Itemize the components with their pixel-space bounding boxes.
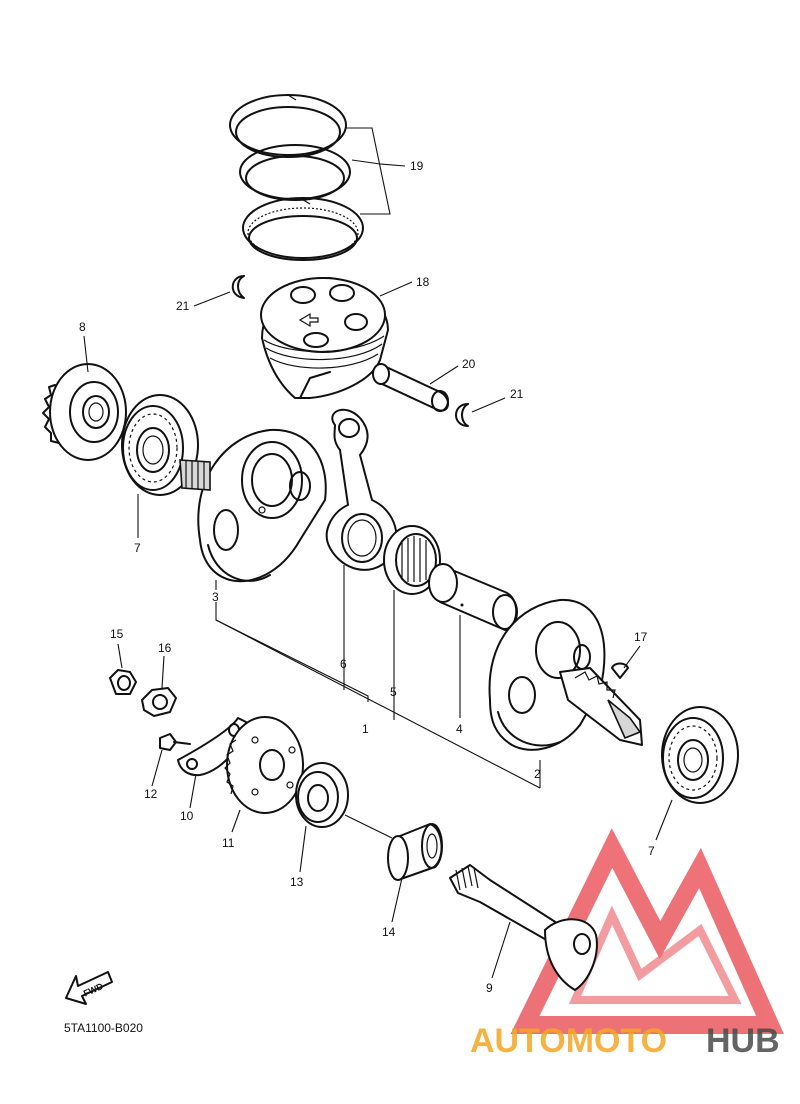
bearing-right <box>661 706 739 804</box>
callout-16: 16 <box>158 641 172 655</box>
needle-bearing <box>383 525 441 595</box>
fwd-arrow-icon: FWD <box>65 971 113 1005</box>
lock-washer <box>141 687 177 717</box>
callout-5: 5 <box>390 685 397 699</box>
piston-rings <box>229 94 364 261</box>
piston-pin <box>372 363 449 412</box>
circlip-right <box>455 403 469 427</box>
callout-17: 17 <box>634 630 648 644</box>
callout-19: 19 <box>410 159 424 173</box>
callout-18: 18 <box>416 275 430 289</box>
crank-web-left <box>179 428 327 583</box>
callout-8: 8 <box>79 320 86 334</box>
callout-2: 2 <box>534 767 541 781</box>
callout-labels: 19 18 21 20 21 8 7 3 15 16 17 6 5 1 4 2 … <box>79 159 655 995</box>
callout-10: 10 <box>180 809 194 823</box>
piston <box>260 277 389 399</box>
callout-20: 20 <box>462 357 476 371</box>
callout-14: 14 <box>382 925 396 939</box>
callout-15: 15 <box>110 627 124 641</box>
callout-11: 11 <box>222 836 235 850</box>
watermark-part1: AUTOMOTO <box>470 1022 667 1060</box>
crank-pin <box>428 563 518 631</box>
callout-1: 1 <box>362 722 369 736</box>
crank-web-right <box>488 598 643 751</box>
callout-3: 3 <box>212 590 219 604</box>
drawing-code: 5TA1100-B020 <box>64 1021 143 1035</box>
sleeve-bearing <box>387 823 443 881</box>
callout-21-left: 21 <box>176 299 190 313</box>
callout-7-left: 7 <box>134 541 141 555</box>
callout-4: 4 <box>456 722 463 736</box>
balancer-gear <box>224 716 304 814</box>
watermark-logo <box>510 828 784 1034</box>
bolt <box>159 733 191 751</box>
callout-7-right: 7 <box>648 844 655 858</box>
leader-lines <box>83 127 673 979</box>
bearing-small <box>295 762 349 828</box>
watermark-text: AUTOMOTO HUB <box>470 1022 780 1060</box>
balancer-shaft <box>449 864 598 991</box>
callout-6: 6 <box>340 657 347 671</box>
bearing-left <box>121 394 199 496</box>
callout-13: 13 <box>290 875 304 889</box>
watermark-part2: HUB <box>706 1022 780 1060</box>
circlip-left <box>231 275 245 299</box>
callout-21-right: 21 <box>510 387 524 401</box>
callout-12: 12 <box>144 787 158 801</box>
timing-gear <box>42 363 127 461</box>
callout-9: 9 <box>486 981 493 995</box>
nut <box>109 669 137 695</box>
